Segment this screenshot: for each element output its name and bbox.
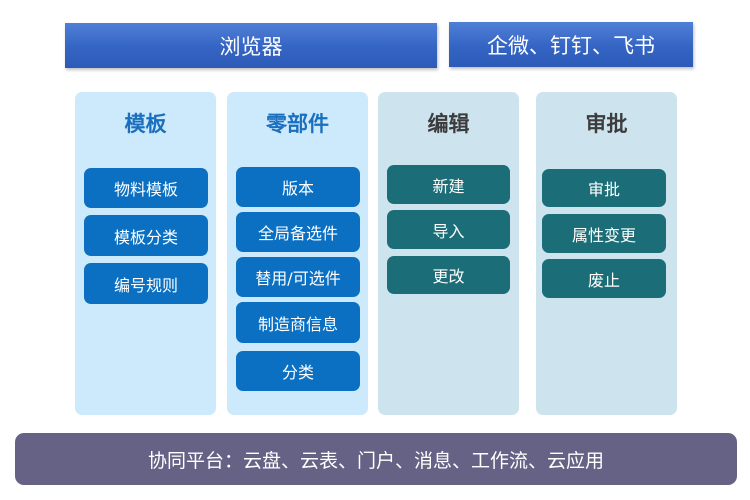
browser-label: 浏览器 xyxy=(219,34,283,59)
panel-title: 编辑 xyxy=(427,112,470,136)
panel-edit: 编辑 xyxy=(378,92,519,415)
parts-item-category[interactable]: 分类 xyxy=(236,351,360,391)
edit-item-new[interactable]: 新建 xyxy=(387,165,510,204)
edit-item-import[interactable]: 导入 xyxy=(387,210,510,249)
template-item-numbering-rule[interactable]: 编号规则 xyxy=(84,263,208,304)
edit-item-change[interactable]: 更改 xyxy=(387,256,510,294)
panel-title: 零部件 xyxy=(266,112,329,136)
browser-bar: 浏览器 xyxy=(65,23,437,68)
panel-title: 模板 xyxy=(124,112,167,136)
collaboration-platform-label: 协同平台：云盘、云表、门户、消息、工作流、云应用 xyxy=(147,449,604,472)
parts-item-manufacturer-info[interactable]: 制造商信息 xyxy=(236,302,360,343)
panel-approval: 审批 xyxy=(536,92,677,415)
parts-item-version[interactable]: 版本 xyxy=(236,167,360,207)
im-clients-bar: 企微、钉钉、飞书 xyxy=(449,22,693,67)
template-item-template-category[interactable]: 模板分类 xyxy=(84,215,208,256)
parts-item-global-alternate[interactable]: 全局备选件 xyxy=(236,212,360,252)
approval-item-approve[interactable]: 审批 xyxy=(542,169,666,207)
approval-item-attribute-change[interactable]: 属性变更 xyxy=(542,214,666,253)
panel-title: 审批 xyxy=(585,112,628,136)
im-clients-label: 企微、钉钉、飞书 xyxy=(487,33,655,58)
parts-item-substitute-optional[interactable]: 替用/可选件 xyxy=(236,257,360,297)
collaboration-platform-bar: 协同平台：云盘、云表、门户、消息、工作流、云应用 xyxy=(15,433,737,485)
approval-item-obsolete[interactable]: 废止 xyxy=(542,259,666,298)
template-item-material-template[interactable]: 物料模板 xyxy=(84,168,208,208)
